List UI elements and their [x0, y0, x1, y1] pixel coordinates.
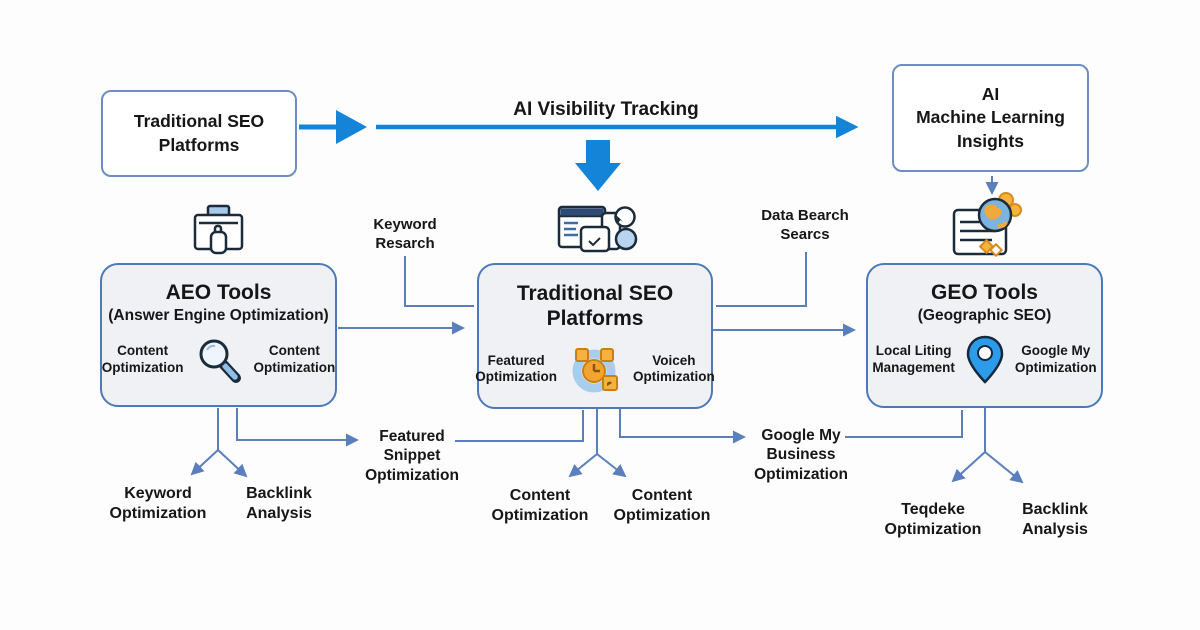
- map-pin-icon: [966, 335, 1004, 384]
- data-search-connector: [716, 252, 807, 307]
- data-search-label: Data Bearch Searcs: [761, 207, 849, 243]
- keyword-research-connector: [404, 256, 474, 307]
- node-geo-tools: GEO Tools (Geographic SEO) Local Liting …: [866, 263, 1103, 408]
- traditional-to-gmb-arrow: [619, 408, 746, 444]
- node-subtitle: (Answer Engine Optimization): [108, 307, 329, 325]
- node-title: Traditional SEO Platforms: [133, 110, 265, 155]
- featured-snippet-to-traditional: [455, 410, 584, 442]
- feature-label: Local Liting Management: [872, 343, 955, 376]
- feature-label: Content Optimization: [101, 343, 184, 376]
- document-globe-icon: [952, 192, 1022, 258]
- node-title: AEO Tools: [165, 281, 272, 304]
- keyword-optimization-label: Keyword Optimization: [109, 485, 207, 522]
- featured-snippet-label: Featured Snippet Optimization: [365, 428, 459, 484]
- node-ai-machine-learning-insights: AI Machine Learning Insights: [892, 64, 1089, 172]
- feature-label: Featured Optimization: [475, 352, 557, 385]
- node-aeo-tools: AEO Tools (Answer Engine Optimization) C…: [100, 263, 337, 407]
- clock-gear-icon: [572, 348, 618, 393]
- gmb-to-geo: [845, 410, 963, 438]
- node-title: Traditional SEO Platforms: [516, 282, 674, 331]
- google-my-business-label: Google My Business Optimization: [754, 427, 848, 483]
- ai-visibility-tracking-label: AI Visibility Tracking: [513, 99, 699, 120]
- briefcase-hand-icon: [193, 204, 244, 255]
- short-arrowhead: [336, 110, 367, 144]
- browser-search-icon: [557, 205, 638, 253]
- keyword-research-label: Keyword Resarch: [373, 216, 437, 252]
- node-title: AI Machine Learning Insights: [916, 83, 1065, 151]
- thick-down-arrow: [575, 140, 621, 191]
- top-flow-arrows: [299, 110, 859, 191]
- feature-label: Google My Optimization: [1014, 343, 1097, 376]
- magnifier-icon: [199, 339, 241, 384]
- backlink-analysis-label-right: Backlink Analysis: [1022, 501, 1088, 538]
- feature-label: Voiceh Optimization: [633, 352, 715, 385]
- content-optimization-label-right: Content Optimization: [613, 487, 711, 524]
- aeo-to-featured-snippet-arrow: [236, 408, 359, 447]
- backlink-analysis-label-left: Backlink Analysis: [246, 485, 312, 522]
- node-traditional-seo-platforms-top: Traditional SEO Platforms: [101, 90, 297, 177]
- node-title: GEO Tools: [931, 281, 1038, 304]
- feature-label: Content Optimization: [253, 343, 336, 376]
- node-traditional-seo-platforms: Traditional SEO Platforms Featured Optim…: [475, 263, 715, 409]
- content-optimization-label-left: Content Optimization: [491, 487, 589, 524]
- node-subtitle: (Geographic SEO): [917, 307, 1052, 325]
- teqdeke-optimization-label: Teqdeke Optimization: [884, 501, 982, 538]
